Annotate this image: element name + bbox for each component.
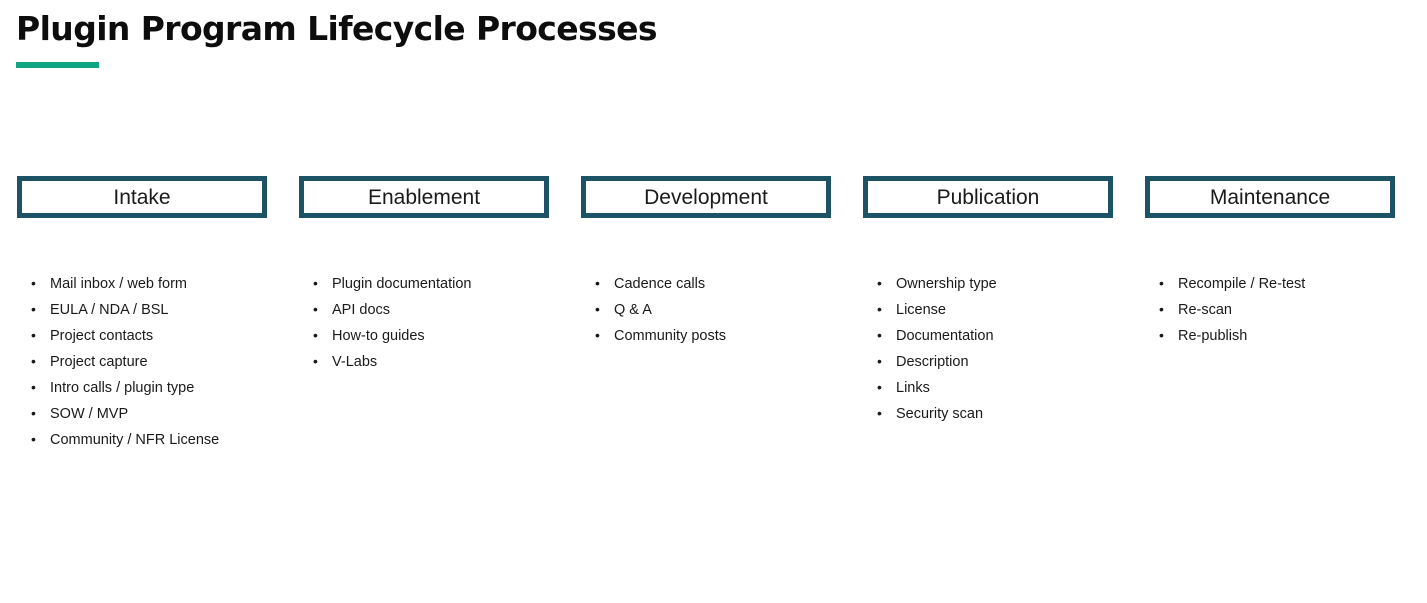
bullet-icon: • xyxy=(1159,275,1164,291)
bullet-icon: • xyxy=(1159,301,1164,317)
phase-label: Intake xyxy=(113,185,171,209)
list-item: • SOW / MVP xyxy=(17,406,299,432)
page-title: Plugin Program Lifecycle Processes xyxy=(16,9,658,48)
list-item: • Ownership type xyxy=(863,276,1145,302)
bullet-icon: • xyxy=(1159,327,1164,343)
bullet-list-development: • Cadence calls • Q & A • Community post… xyxy=(581,276,863,354)
list-item-label: How-to guides xyxy=(332,328,425,344)
bullet-icon: • xyxy=(31,405,36,421)
list-item-label: Documentation xyxy=(896,328,994,344)
list-item-label: Cadence calls xyxy=(614,276,706,292)
bullet-icon: • xyxy=(31,431,36,447)
bullet-icon: • xyxy=(313,327,318,343)
bullet-icon: • xyxy=(31,327,36,343)
phase-label: Publication xyxy=(936,185,1040,209)
bullet-list-intake: • Mail inbox / web form • EULA / NDA / B… xyxy=(17,276,299,458)
bullet-icon: • xyxy=(595,327,600,343)
list-item-label: Re-scan xyxy=(1178,302,1232,318)
list-item: • Re-scan xyxy=(1145,302,1427,328)
bullet-icon: • xyxy=(877,275,882,291)
phase-label: Maintenance xyxy=(1209,185,1331,209)
bullet-icon: • xyxy=(31,379,36,395)
list-item: • Mail inbox / web form xyxy=(17,276,299,302)
phase-box-inner: Enablement xyxy=(304,181,544,213)
bullet-icon: • xyxy=(877,301,882,317)
lifecycle-column-enablement: Enablement • Plugin documentation • API … xyxy=(299,176,551,369)
list-item: • Q & A xyxy=(581,302,863,328)
list-item-label: Intro calls / plugin type xyxy=(50,380,195,396)
list-item: • Project contacts xyxy=(17,328,299,354)
bullet-icon: • xyxy=(877,353,882,369)
bullet-icon: • xyxy=(877,379,882,395)
bullet-icon: • xyxy=(313,353,318,369)
phase-box-maintenance[interactable]: Maintenance xyxy=(1145,176,1395,218)
list-item: • Community posts xyxy=(581,328,863,354)
bullet-icon: • xyxy=(313,275,318,291)
list-item-label: License xyxy=(896,302,946,318)
phase-label: Enablement xyxy=(367,185,481,209)
list-item: • Links xyxy=(863,380,1145,406)
title-accent-bar xyxy=(16,62,99,68)
lifecycle-column-intake: Intake • Mail inbox / web form • EULA / … xyxy=(17,176,269,447)
list-item: • API docs xyxy=(299,302,581,328)
phase-box-development[interactable]: Development xyxy=(581,176,831,218)
list-item-label: V-Labs xyxy=(332,354,378,370)
bullet-list-enablement: • Plugin documentation • API docs • How-… xyxy=(299,276,581,380)
list-item: • Intro calls / plugin type xyxy=(17,380,299,406)
bullet-icon: • xyxy=(595,275,600,291)
list-item: • Description xyxy=(863,354,1145,380)
lifecycle-column-development: Development • Cadence calls • Q & A • Co… xyxy=(581,176,833,343)
phase-box-inner: Maintenance xyxy=(1150,181,1390,213)
bullet-icon: • xyxy=(31,275,36,291)
list-item: • Documentation xyxy=(863,328,1145,354)
phase-box-inner: Intake xyxy=(22,181,262,213)
phase-box-enablement[interactable]: Enablement xyxy=(299,176,549,218)
list-item-label: Project capture xyxy=(50,354,148,370)
bullet-icon: • xyxy=(877,327,882,343)
list-item: • Security scan xyxy=(863,406,1145,432)
list-item: • Recompile / Re-test xyxy=(1145,276,1427,302)
list-item: • V-Labs xyxy=(299,354,581,380)
phase-box-inner: Publication xyxy=(868,181,1108,213)
phase-box-intake[interactable]: Intake xyxy=(17,176,267,218)
phase-box-publication[interactable]: Publication xyxy=(863,176,1113,218)
list-item: • Cadence calls xyxy=(581,276,863,302)
bullet-icon: • xyxy=(877,405,882,421)
list-item: • Re-publish xyxy=(1145,328,1427,354)
list-item-label: Description xyxy=(896,354,969,370)
list-item-label: Mail inbox / web form xyxy=(50,276,187,292)
phase-label: Development xyxy=(644,185,768,209)
list-item-label: Project contacts xyxy=(50,328,154,344)
bullet-icon: • xyxy=(31,353,36,369)
list-item-label: Q & A xyxy=(614,302,652,318)
list-item: • Plugin documentation xyxy=(299,276,581,302)
list-item-label: Plugin documentation xyxy=(332,276,472,292)
list-item-label: Security scan xyxy=(896,406,984,422)
list-item: • Community / NFR License xyxy=(17,432,299,458)
list-item-label: SOW / MVP xyxy=(50,406,129,422)
bullet-icon: • xyxy=(595,301,600,317)
list-item-label: Recompile / Re-test xyxy=(1178,276,1306,292)
bullet-icon: • xyxy=(31,301,36,317)
phase-box-inner: Development xyxy=(586,181,826,213)
list-item: • EULA / NDA / BSL xyxy=(17,302,299,328)
list-item-label: Links xyxy=(896,380,930,396)
list-item-label: Ownership type xyxy=(896,276,997,292)
lifecycle-column-maintenance: Maintenance • Recompile / Re-test • Re-s… xyxy=(1145,176,1397,343)
list-item: • How-to guides xyxy=(299,328,581,354)
list-item-label: Community / NFR License xyxy=(50,432,220,448)
list-item-label: EULA / NDA / BSL xyxy=(50,302,169,318)
list-item-label: Re-publish xyxy=(1178,328,1248,344)
list-item-label: Community posts xyxy=(614,328,727,344)
bullet-icon: • xyxy=(313,301,318,317)
lifecycle-column-publication: Publication • Ownership type • License •… xyxy=(863,176,1115,421)
list-item: • License xyxy=(863,302,1145,328)
bullet-list-maintenance: • Recompile / Re-test • Re-scan • Re-pub… xyxy=(1145,276,1427,354)
list-item: • Project capture xyxy=(17,354,299,380)
list-item-label: API docs xyxy=(332,302,391,318)
bullet-list-publication: • Ownership type • License • Documentati… xyxy=(863,276,1145,432)
